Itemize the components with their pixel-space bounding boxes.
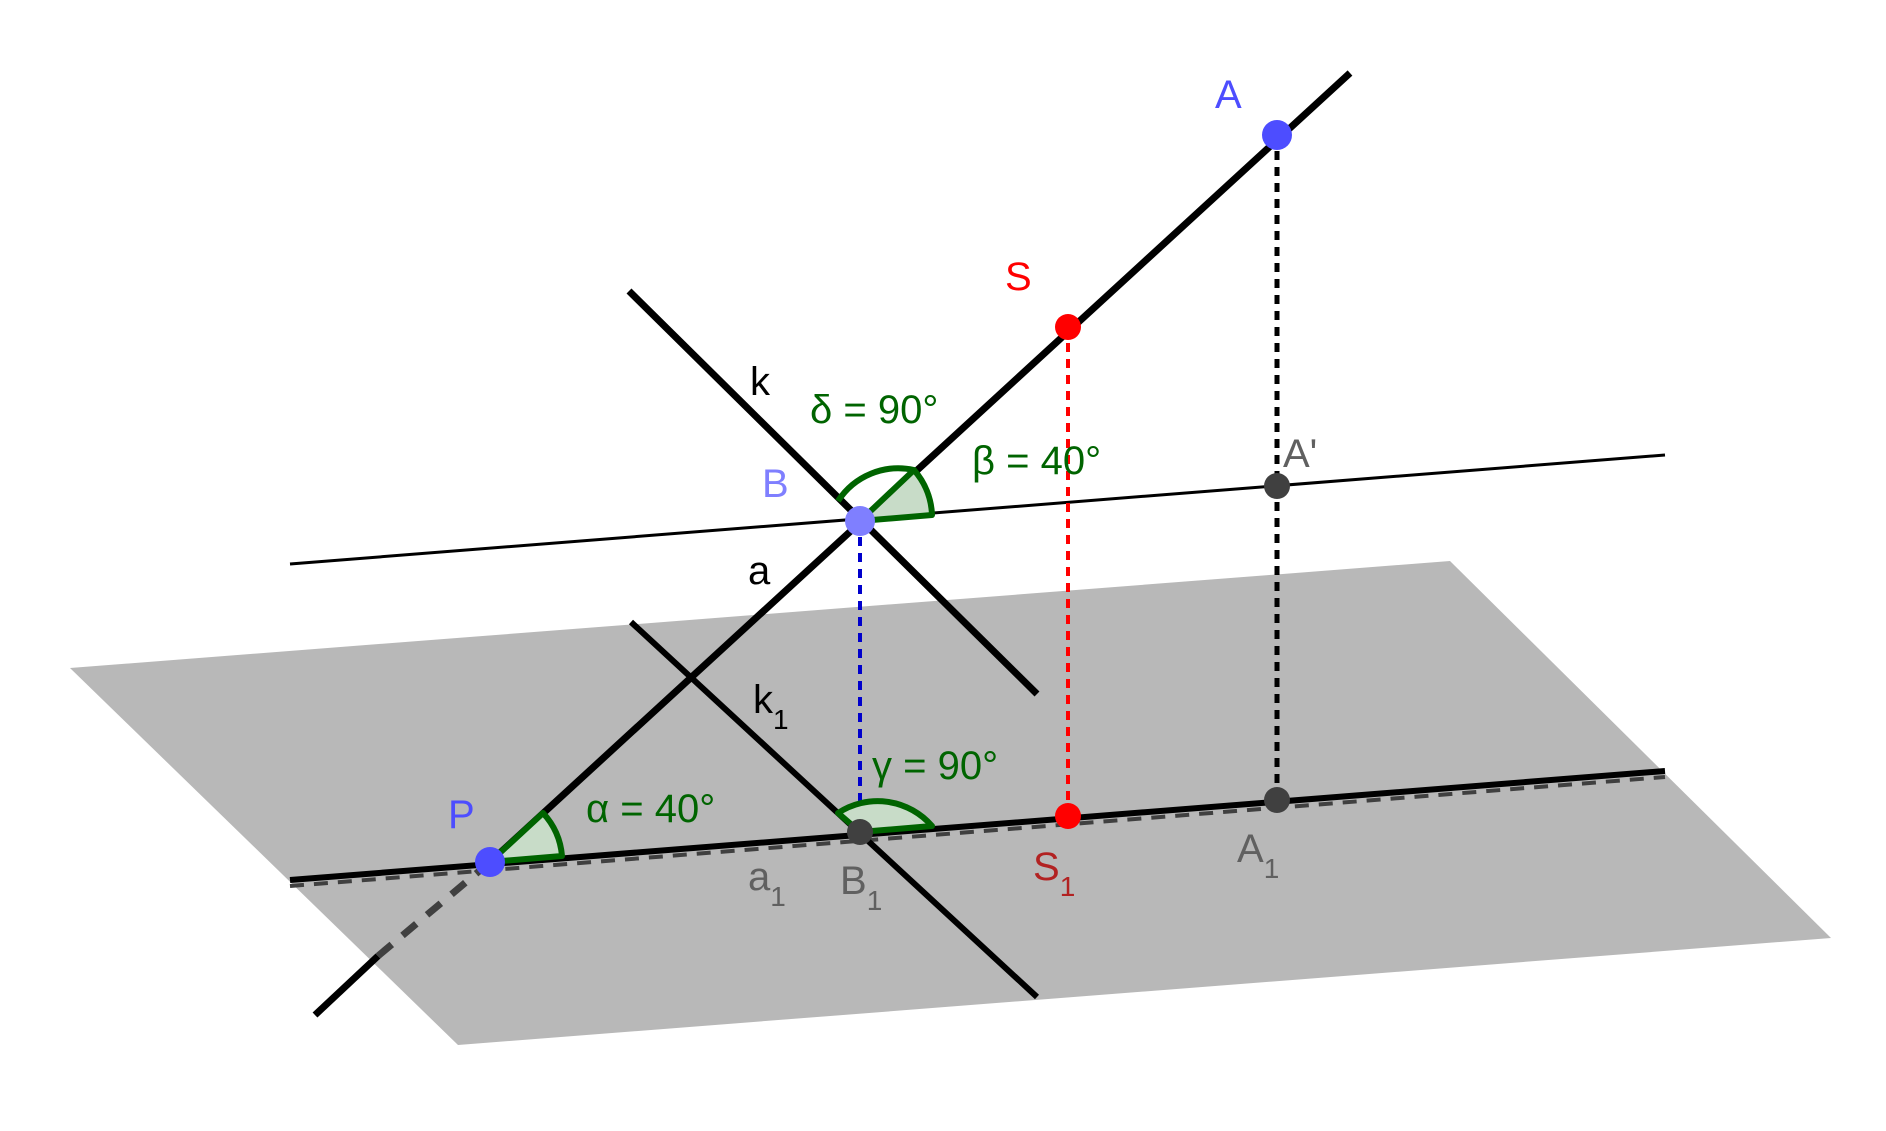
label-A1-main: A: [1237, 827, 1264, 871]
point-P[interactable]: [475, 847, 505, 877]
label-line-a1-sub: 1: [770, 881, 786, 912]
line-a: [487, 70, 1353, 865]
label-A: A: [1215, 73, 1242, 117]
label-A1: A1: [1237, 827, 1279, 884]
point-S[interactable]: [1055, 314, 1081, 340]
label-line-a: a: [748, 549, 771, 593]
label-angle-delta: δ = 90°: [810, 388, 938, 432]
angle-beta-arc: [857, 467, 935, 524]
ground-plane: [70, 561, 1831, 1045]
angle-alpha-arc: [487, 810, 565, 865]
line-a1-shadow: [289, 775, 1666, 888]
point-B[interactable]: [845, 506, 875, 536]
line-k: [626, 288, 1040, 697]
point-A1[interactable]: [1264, 787, 1290, 813]
point-S1[interactable]: [1055, 803, 1081, 829]
label-S: S: [1005, 255, 1032, 299]
label-line-k1-sub: 1: [773, 704, 789, 735]
label-A1-sub: 1: [1264, 853, 1280, 884]
label-B1-main: B: [840, 859, 867, 903]
point-B1[interactable]: [847, 819, 873, 845]
upper-line: [289, 453, 1666, 566]
line-a-hidden: [375, 859, 493, 959]
label-S1-main: S: [1033, 845, 1060, 889]
label-A-prime: A': [1283, 432, 1317, 476]
label-line-a1: a1: [748, 855, 786, 912]
line-a-lower: [312, 953, 381, 1018]
label-S1: S1: [1033, 845, 1075, 902]
label-angle-beta: β = 40°: [972, 439, 1101, 483]
label-line-a1-main: a: [748, 855, 771, 899]
label-line-k: k: [750, 360, 771, 404]
label-B1: B1: [840, 859, 882, 916]
label-line-k1: k1: [753, 678, 789, 735]
label-angle-gamma: γ = 90°: [872, 744, 998, 788]
label-B: B: [762, 462, 789, 506]
point-A-prime[interactable]: [1264, 473, 1290, 499]
label-line-k1-main: k: [753, 678, 774, 722]
point-A[interactable]: [1262, 120, 1292, 150]
label-B1-sub: 1: [867, 885, 883, 916]
label-P: P: [448, 793, 475, 837]
line-k1: [628, 619, 1040, 1000]
label-S1-sub: 1: [1060, 871, 1076, 902]
label-angle-alpha: α = 40°: [586, 787, 715, 831]
angle-delta-arc: [835, 465, 915, 503]
